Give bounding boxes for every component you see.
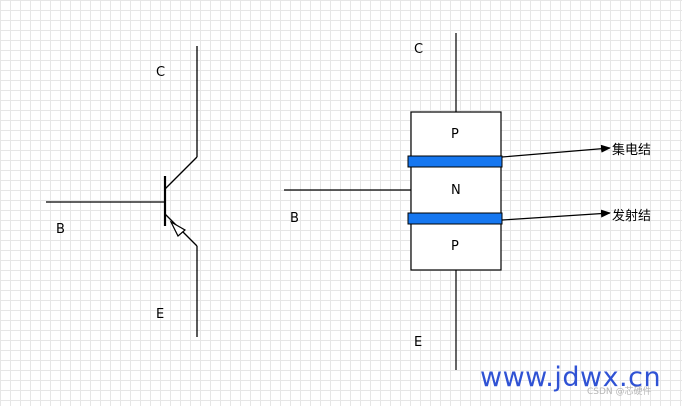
symbol-collector-label: C	[156, 65, 166, 80]
structure-emitter-label: E	[414, 335, 423, 350]
collector-diagonal	[164, 156, 198, 190]
collector-junction-label: 集电结	[612, 143, 652, 158]
bottom-p-layer-label: P	[451, 239, 459, 254]
emitter-junction-band	[407, 212, 503, 225]
transistor-symbol	[46, 46, 198, 337]
source-watermark: CSDN @芯硬件	[587, 387, 652, 397]
top-p-layer-label: P	[451, 127, 459, 142]
site-watermark: www.jdwx.cn	[480, 362, 662, 393]
collector-junction-arrow	[501, 144, 611, 158]
emitter-junction-label: 发射结	[612, 209, 652, 224]
structure-base-label: B	[290, 211, 299, 226]
structure-collector-label: C	[414, 42, 424, 57]
pnp-structure	[284, 33, 611, 370]
symbol-emitter-label: E	[156, 307, 165, 322]
collector-junction-band	[407, 155, 503, 168]
emitter-arrow-icon	[169, 220, 187, 237]
emitter-junction-arrow	[501, 209, 611, 221]
symbol-base-label: B	[56, 222, 65, 237]
middle-n-layer-label: N	[451, 183, 461, 198]
